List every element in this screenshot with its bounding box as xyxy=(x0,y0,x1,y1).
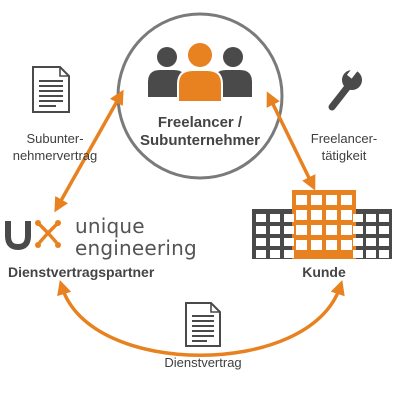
building-window xyxy=(284,238,294,246)
edge-left-line2: nehmervertrag xyxy=(12,148,98,163)
building-window xyxy=(379,226,389,234)
building-window xyxy=(284,250,294,258)
building-window xyxy=(311,195,322,205)
building-window xyxy=(270,250,280,258)
building-window xyxy=(353,226,363,234)
building-window xyxy=(366,214,376,222)
building-window xyxy=(256,214,266,222)
building-window xyxy=(341,225,352,235)
left-node-label: Dienstvertragspartner xyxy=(8,264,155,280)
building-window xyxy=(379,238,389,246)
edge-right-line1: Freelancer- xyxy=(310,131,378,146)
edge-left-line1: Subunter- xyxy=(26,131,84,146)
logo-wordmark: unique engineering xyxy=(75,215,197,259)
building-window xyxy=(296,240,307,250)
building-window xyxy=(366,226,376,234)
building-window xyxy=(341,240,352,250)
building-window xyxy=(353,238,363,246)
building-window xyxy=(256,238,266,246)
center-node-line2: Subunternehmer xyxy=(139,132,260,149)
edge-label-freelancertaetigkeit: Freelancer- tätigkeit xyxy=(296,130,392,164)
building-window xyxy=(379,214,389,222)
arrow-freelancertaetigkeit xyxy=(266,91,316,191)
wrench-icon xyxy=(328,66,362,111)
unique-engineering-logo xyxy=(5,220,61,251)
building-window xyxy=(270,214,280,222)
logo-line1: unique xyxy=(75,214,145,238)
right-node-label: Kunde xyxy=(302,264,346,280)
building-window xyxy=(326,240,337,250)
building-window xyxy=(311,210,322,220)
arrow-subunternehmervertrag xyxy=(54,89,124,213)
building-window xyxy=(326,195,337,205)
building-window xyxy=(353,214,363,222)
building-window xyxy=(296,195,307,205)
building-window xyxy=(284,214,294,222)
building-window xyxy=(341,210,352,220)
building-window xyxy=(296,210,307,220)
document-icon-bottom xyxy=(185,302,221,347)
center-node-line1: Freelancer / xyxy=(157,114,243,131)
building-window xyxy=(311,225,322,235)
building-window xyxy=(326,210,337,220)
document-icon xyxy=(32,66,70,113)
building-window xyxy=(256,250,266,258)
building-window xyxy=(311,240,322,250)
building-window xyxy=(284,226,294,234)
building-window xyxy=(296,225,307,235)
building-window xyxy=(270,226,280,234)
building-window xyxy=(353,250,363,258)
edge-right-line2: tätigkeit xyxy=(321,148,367,163)
building-window xyxy=(256,226,266,234)
edge-label-dienstvertrag: Dienstvertrag xyxy=(164,355,242,370)
center-node-label: Freelancer / Subunternehmer xyxy=(120,114,280,150)
building-window xyxy=(366,250,376,258)
people-group-icon xyxy=(148,41,252,103)
building-window xyxy=(326,225,337,235)
arrow-dienstvertrag xyxy=(57,279,345,357)
building-window xyxy=(379,250,389,258)
edge-label-subunternehmervertrag: Subunter- nehmervertrag xyxy=(2,130,108,164)
building-window xyxy=(341,195,352,205)
building-window xyxy=(366,238,376,246)
building-window xyxy=(270,238,280,246)
logo-line2: engineering xyxy=(75,236,197,260)
buildings-icon xyxy=(252,190,392,259)
